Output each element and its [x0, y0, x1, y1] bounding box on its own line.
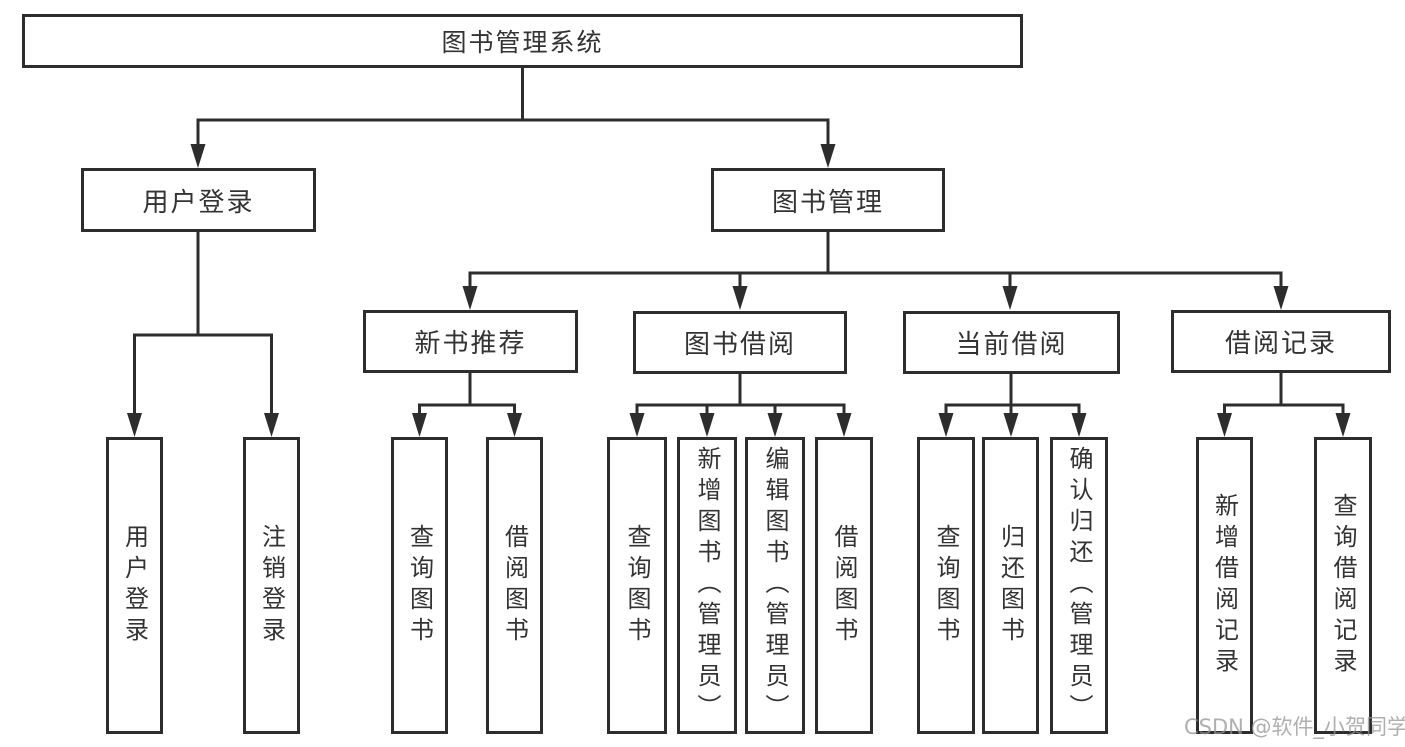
node-book-borrowing-label: 图书借阅 [683, 330, 796, 360]
node-root-label: 图书管理系统 [441, 28, 604, 57]
leaf-current-return-books-label: 归还图书 [996, 523, 1025, 648]
node-user-login: 用户登录 [81, 168, 316, 232]
node-book-borrowing: 图书借阅 [633, 311, 847, 374]
leaf-recommend-query-books: 查询图书 [391, 437, 448, 734]
node-root-system: 图书管理系统 [22, 14, 1023, 68]
leaf-recommend-query-books-label: 查询图书 [405, 523, 434, 648]
node-new-book-recommend-label: 新书推荐 [414, 329, 527, 359]
leaf-records-query-record: 查询借阅记录 [1314, 437, 1372, 734]
leaf-current-query-books: 查询图书 [917, 437, 975, 734]
node-borrowing-records: 借阅记录 [1171, 310, 1391, 373]
leaf-borrowing-borrow-books: 借阅图书 [815, 437, 873, 734]
leaf-user-login: 用户登录 [106, 437, 163, 734]
node-book-management: 图书管理 [711, 168, 945, 232]
leaf-records-add-record: 新增借阅记录 [1196, 437, 1253, 734]
leaf-records-query-record-label: 查询借阅记录 [1329, 492, 1357, 679]
csdn-watermark: CSDN @软件_小贺同学 [1184, 715, 1405, 739]
node-book-management-label: 图书管理 [771, 187, 884, 218]
leaf-borrowing-edit-books-admin: 编辑图书（管理员） [745, 437, 805, 734]
leaf-recommend-borrow-books: 借阅图书 [486, 437, 543, 734]
leaf-borrowing-borrow-books-label: 借阅图书 [830, 523, 858, 648]
node-new-book-recommend: 新书推荐 [363, 310, 578, 373]
leaf-borrowing-query-books-label: 查询图书 [623, 523, 651, 648]
leaf-current-query-books-label: 查询图书 [932, 523, 960, 648]
leaf-current-return-books: 归还图书 [982, 437, 1039, 734]
leaf-records-add-record-label: 新增借阅记录 [1210, 492, 1239, 679]
leaf-borrowing-add-books-admin: 新增图书（管理员） [677, 437, 737, 734]
node-current-borrowing-label: 当前借阅 [955, 330, 1068, 360]
leaf-borrowing-edit-books-admin-label: 编辑图书（管理员） [761, 446, 789, 725]
leaf-current-confirm-return-admin-label: 确认归还（管理员） [1065, 446, 1093, 725]
node-current-borrowing: 当前借阅 [903, 311, 1120, 374]
leaf-logout-login: 注销登录 [243, 437, 300, 734]
leaf-user-login-label: 用户登录 [120, 523, 149, 648]
leaf-current-confirm-return-admin: 确认归还（管理员） [1050, 437, 1108, 734]
leaf-recommend-borrow-books-label: 借阅图书 [500, 523, 529, 648]
node-user-login-label: 用户登录 [142, 187, 255, 218]
node-borrowing-records-label: 借阅记录 [1224, 329, 1337, 359]
leaf-logout-login-label: 注销登录 [257, 523, 286, 648]
leaf-borrowing-query-books: 查询图书 [607, 437, 667, 734]
leaf-borrowing-add-books-admin-label: 新增图书（管理员） [693, 446, 721, 725]
